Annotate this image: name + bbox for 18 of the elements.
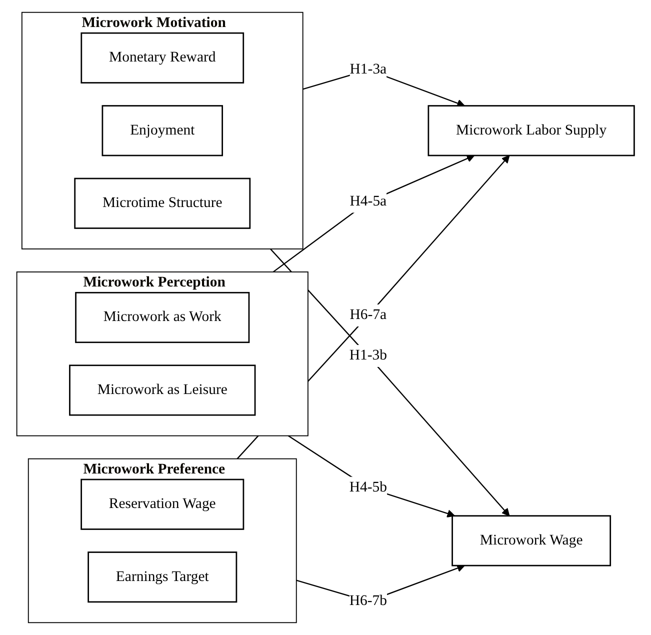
arrow (272, 154, 475, 272)
arrow (288, 435, 456, 518)
node-box: Microwork Wage (452, 515, 612, 566)
edge-label: H6-7b (349, 593, 388, 609)
edge-label: H1-3a (350, 62, 387, 78)
node-box: Microwork Labor Supply (428, 105, 635, 156)
edge-label: H1-3b (349, 348, 388, 364)
node-box: Microwork as Leisure (69, 364, 256, 416)
node-box: Reservation Wage (80, 478, 244, 530)
arrow (270, 248, 510, 516)
node-box: Monetary Reward (80, 32, 244, 84)
edge-label: H6-7a (350, 307, 387, 323)
node-box: Earnings Target (88, 552, 238, 603)
edge-label: H4-5a (350, 193, 387, 210)
node-box: Microwork as Work (75, 292, 250, 344)
node-box: Enjoyment (102, 105, 223, 156)
node-box: Microtime Structure (74, 178, 251, 229)
edge-label: H4-5b (349, 480, 388, 496)
